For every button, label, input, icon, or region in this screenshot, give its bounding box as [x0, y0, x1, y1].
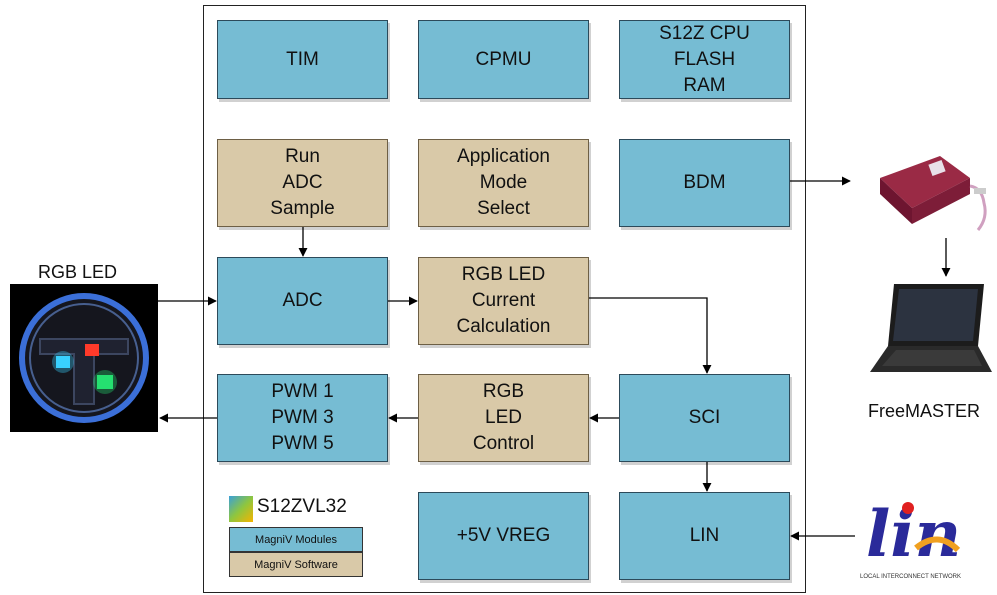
- lin-logo-icon: lin: [866, 497, 961, 572]
- usb-programmer-icon: [880, 156, 987, 231]
- run-adc-sample-block: Run ADC Sample: [217, 139, 388, 227]
- rgb-led-current-calculation-block: RGB LED Current Calculation: [418, 257, 589, 345]
- application-mode-select-block: Application Mode Select: [418, 139, 589, 227]
- tim-block: TIM: [217, 20, 388, 99]
- bdm-programmer-image: [870, 148, 995, 238]
- laptop-image: [866, 280, 996, 380]
- mcu-boundary: [203, 5, 806, 593]
- lin-block: LIN: [619, 492, 790, 580]
- bdm-block: BDM: [619, 139, 790, 227]
- cpu-flash-ram-block: S12Z CPU FLASH RAM: [619, 20, 790, 99]
- lin-logo-caption: LOCAL INTERCONNECT NETWORK: [860, 574, 962, 580]
- adc-block: ADC: [217, 257, 388, 345]
- legend-modules: MagniV Modules: [229, 527, 363, 552]
- rgb-led-icon: [19, 293, 149, 423]
- lin-logo: lin LOCAL INTERCONNECT NETWORK: [858, 490, 968, 586]
- chip-logo-icon: [229, 496, 253, 522]
- freemaster-label: FreeMASTER: [868, 401, 981, 421]
- cpmu-block: CPMU: [418, 20, 589, 99]
- sci-block: SCI: [619, 374, 790, 462]
- arrow-calc-to-sci: [589, 297, 712, 374]
- legend-software: MagniV Software: [229, 552, 363, 577]
- vreg-block: +5V VREG: [418, 492, 589, 580]
- rgb-led-image: [10, 284, 158, 432]
- laptop-icon: [870, 284, 992, 372]
- rgb-led-control-block: RGB LED Control: [418, 374, 589, 462]
- chip-name-label: S12ZVL32: [257, 496, 347, 517]
- pwm-block: PWM 1 PWM 3 PWM 5: [217, 374, 388, 462]
- rgb-led-label: RGB LED: [38, 262, 118, 282]
